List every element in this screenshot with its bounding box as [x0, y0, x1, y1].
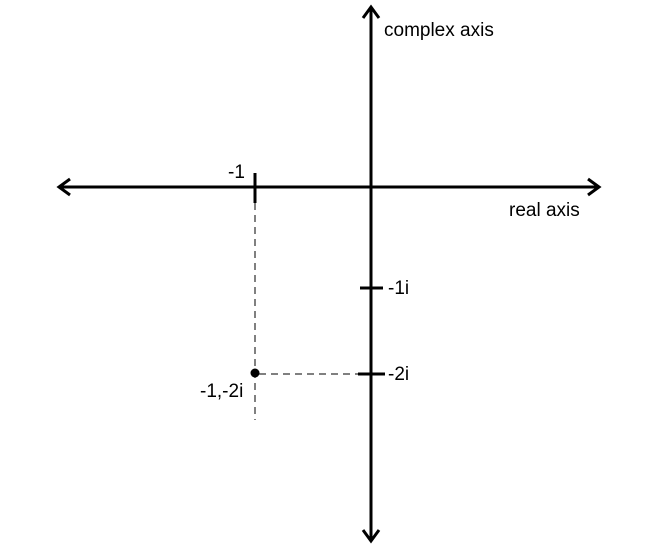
real-axis-right-arrowhead — [587, 177, 602, 197]
complex-axis-top-arrowhead — [361, 4, 381, 19]
point-marker — [250, 368, 260, 378]
imag-tick-label-minus-2i: -2i — [388, 364, 409, 385]
imag-tick-label-minus-1i: -1i — [388, 278, 409, 299]
complex-axis-label: complex axis — [384, 20, 494, 41]
complex-axis-bottom-arrowhead — [361, 529, 381, 544]
real-tick-label-minus-1: -1 — [228, 162, 245, 183]
real-axis-left-arrowhead — [56, 177, 71, 197]
point-label: -1,-2i — [200, 381, 243, 402]
real-axis-label: real axis — [509, 200, 580, 221]
